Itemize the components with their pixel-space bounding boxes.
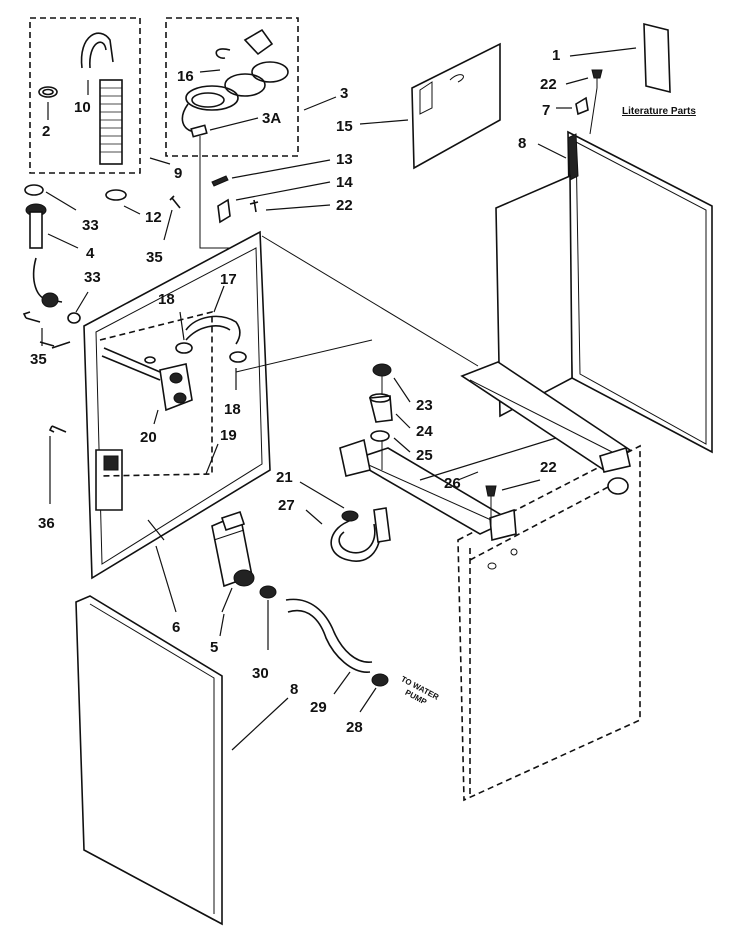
screw-35-top — [169, 195, 181, 209]
power-cord-plug — [243, 28, 274, 56]
screw-36 — [48, 425, 67, 433]
callout-22b: 22 — [336, 197, 353, 214]
callout-28: 28 — [346, 719, 363, 736]
callout-16: 16 — [177, 68, 194, 85]
hose-27 — [330, 517, 382, 562]
fill-hose-17 — [185, 315, 241, 345]
callout-21: 21 — [276, 469, 293, 486]
literature-label: Literature Parts — [622, 106, 696, 117]
callout-2: 2 — [42, 123, 50, 140]
cabinet-base-outline — [457, 444, 641, 802]
clip-13 — [211, 175, 229, 187]
suspension-parts: 23 24 25 — [368, 363, 433, 470]
pump-5: 5 — [210, 510, 255, 656]
washer-33-bottom — [67, 312, 81, 324]
callout-12: 12 — [145, 209, 162, 226]
console-panel-15 — [411, 42, 501, 170]
callout-8a: 8 — [518, 135, 526, 152]
water-valve-group: 17 18 18 20 19 — [99, 271, 247, 477]
callout-17: 17 — [220, 271, 237, 288]
callout-22a: 22 — [540, 76, 557, 93]
valve-dash-box — [99, 310, 213, 477]
support-24 — [368, 395, 393, 423]
clamp-30 — [259, 585, 277, 599]
cord-strain-relief-16 — [215, 48, 231, 59]
power-cord-terminal — [190, 124, 208, 138]
callout-35a: 35 — [146, 249, 163, 266]
hose-clamp-18a — [175, 342, 193, 354]
cabinet-dashed-outline — [457, 444, 641, 802]
callout-29: 29 — [310, 699, 327, 716]
callout-10: 10 — [74, 99, 91, 116]
callout-6: 6 — [172, 619, 180, 636]
screw-22-bottom — [485, 485, 497, 497]
washer-33-top — [24, 184, 44, 196]
callout-15: 15 — [336, 118, 353, 135]
callout-1: 1 — [552, 47, 560, 64]
water-pump-note: TO WATER PUMP — [399, 674, 440, 707]
callout-22c: 22 — [540, 459, 557, 476]
callout-33b: 33 — [84, 269, 101, 286]
side-panel-8-right: 8 — [495, 130, 713, 454]
literature-parts-1 — [643, 22, 671, 94]
callout-8b: 8 — [290, 681, 298, 698]
callout-23: 23 — [416, 397, 433, 414]
callout-26: 26 — [444, 475, 461, 492]
callout-9: 9 — [174, 165, 182, 182]
hose-clamp-18b — [229, 351, 247, 363]
grommet-23 — [372, 363, 392, 377]
inlet-parts-group: 33 4 33 35 36 — [22, 184, 101, 532]
callout-24: 24 — [416, 423, 433, 440]
callout-7: 7 — [542, 102, 550, 119]
side-panel-inner-face — [495, 174, 573, 418]
base-bracket-26: 26 — [339, 361, 632, 542]
callout-35b: 35 — [30, 351, 47, 368]
callout-3: 3 — [340, 85, 348, 102]
callout-13: 13 — [336, 151, 353, 168]
bracket-14 — [217, 198, 231, 224]
drain-hose-kit-group: 2 10 — [29, 17, 141, 174]
callout-33a: 33 — [82, 217, 99, 234]
screws-35 — [22, 311, 71, 349]
clamp-12 — [105, 189, 127, 201]
callout-14: 14 — [336, 174, 353, 191]
drain-hose-corrugated — [99, 79, 123, 165]
power-cord-coil — [185, 85, 239, 111]
power-cord-group: 16 3A — [165, 17, 299, 157]
hose-clamp-2 — [38, 86, 58, 98]
callout-27: 27 — [278, 497, 295, 514]
screw-22-top — [591, 69, 603, 79]
washer-25 — [370, 430, 390, 442]
clamp-21 — [341, 510, 359, 522]
hose-corrugation — [100, 87, 122, 153]
callout-3A: 3A — [262, 110, 281, 127]
callout-20: 20 — [140, 429, 157, 446]
power-cord-box — [165, 17, 299, 157]
drain-hose-29 — [285, 598, 373, 663]
drain-hose-10 — [80, 32, 114, 69]
side-panel-right-body — [567, 130, 713, 454]
base-rail-upper — [460, 361, 632, 471]
callout-5: 5 — [210, 639, 218, 656]
callout-18a: 18 — [158, 291, 175, 308]
callout-4: 4 — [86, 245, 95, 262]
bumper-7 — [575, 96, 589, 116]
side-panel-left-body — [75, 595, 223, 926]
drain-hose-kit-box — [29, 17, 141, 174]
callout-30: 30 — [252, 665, 269, 682]
callout-36: 36 — [38, 515, 55, 532]
callout-25: 25 — [416, 447, 433, 464]
clamp-28 — [371, 673, 389, 687]
callout-18b: 18 — [224, 401, 241, 418]
side-panel-8-left: 8 — [75, 595, 298, 926]
screw-22-mid — [249, 199, 259, 213]
callout-19: 19 — [220, 427, 237, 444]
